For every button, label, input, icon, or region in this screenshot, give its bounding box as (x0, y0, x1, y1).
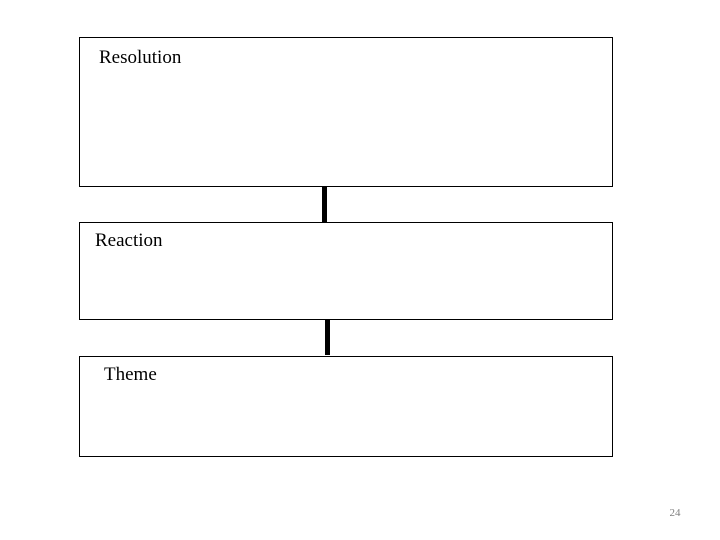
diagram-box-label-resolution: Resolution (99, 47, 182, 68)
diagram-box-reaction[interactable] (79, 222, 613, 320)
connector-resolution-to-reaction (322, 187, 327, 222)
diagram-box-resolution[interactable] (79, 37, 613, 187)
connector-reaction-to-theme (325, 320, 330, 355)
diagram-box-theme[interactable] (79, 356, 613, 457)
diagram-box-label-reaction: Reaction (95, 230, 163, 251)
diagram-box-label-theme: Theme (104, 364, 157, 385)
page-number: 24 (669, 507, 681, 519)
